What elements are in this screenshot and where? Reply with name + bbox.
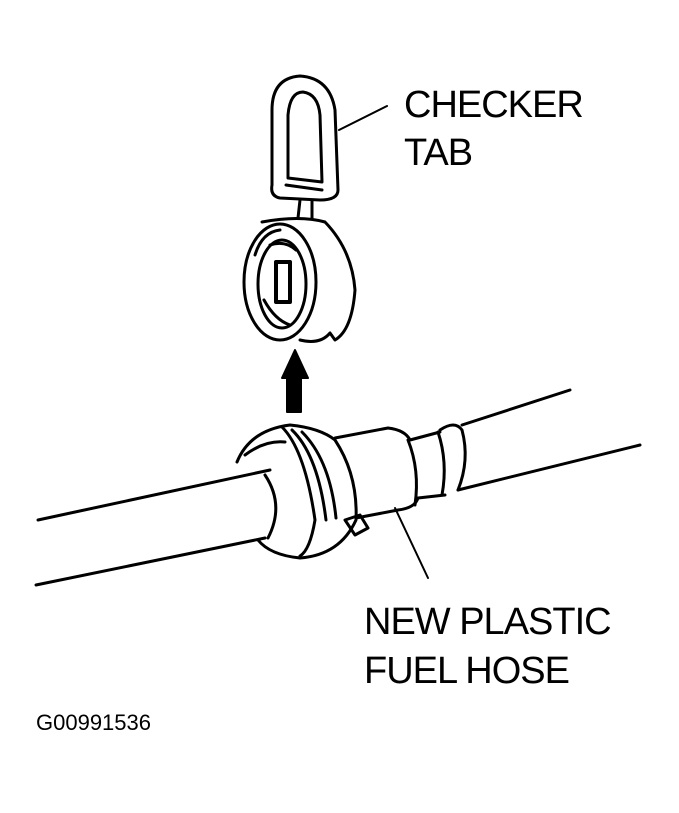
quick-connector — [235, 423, 447, 560]
hose-leader-line — [394, 507, 429, 579]
left-pipe — [34, 468, 278, 587]
right-hose — [438, 388, 642, 492]
checker-tab-label-line2: TAB — [404, 132, 473, 174]
checker-tab-label-line1: CHECKER — [404, 84, 584, 126]
fuel-hose-label-line1: NEW PLASTIC — [364, 601, 612, 643]
checker-tab-icon — [270, 74, 340, 220]
figure-id: G00991536 — [36, 710, 151, 735]
up-arrow-icon — [281, 349, 309, 413]
checker-tab-leader-line — [338, 105, 388, 131]
checker-ring-icon — [242, 217, 357, 343]
fuel-hose-label-line2: FUEL HOSE — [364, 650, 570, 692]
